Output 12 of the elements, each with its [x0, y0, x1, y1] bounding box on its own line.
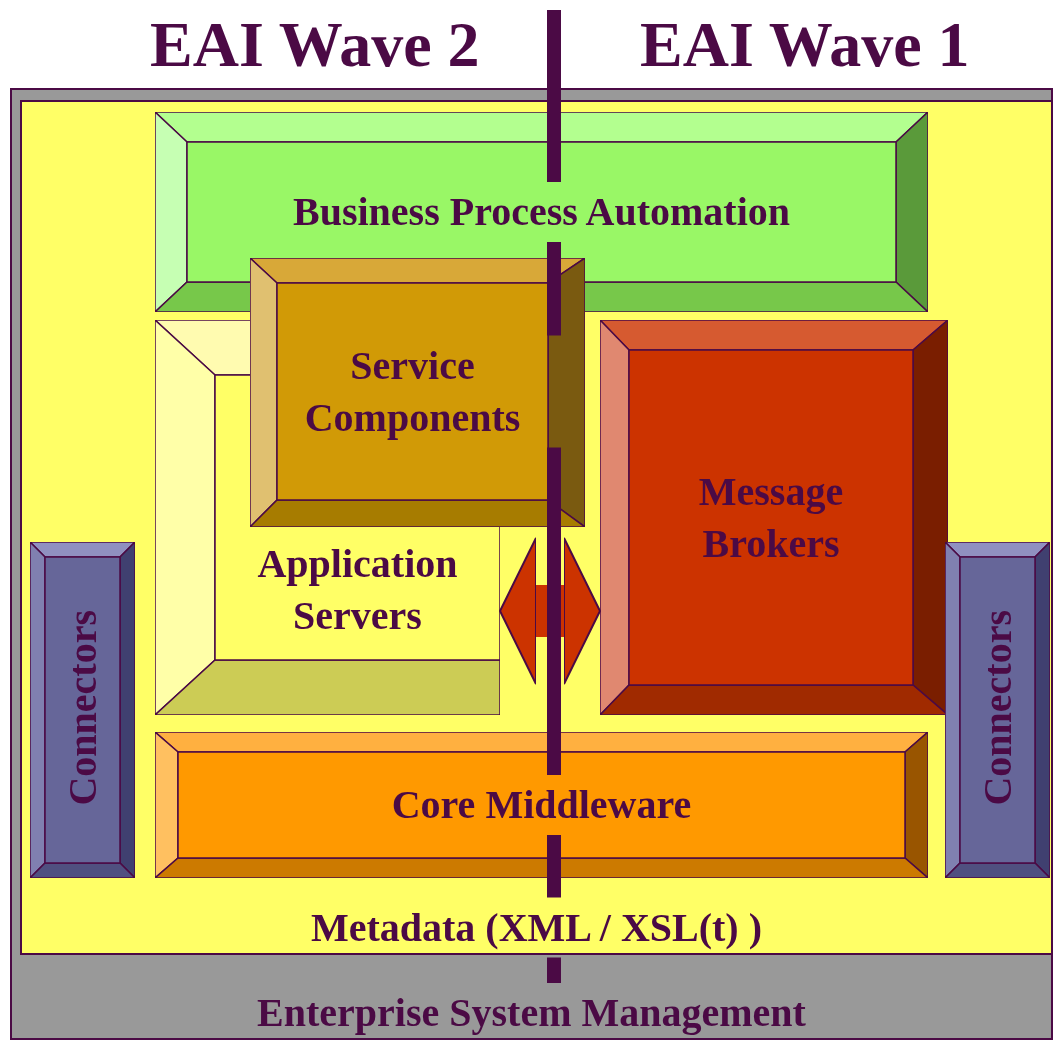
- layer-label: Service Components: [303, 341, 522, 442]
- vertical-label: Connectors: [973, 610, 1021, 806]
- wave-heading: EAI Wave 2: [150, 8, 480, 82]
- layer-label: Core Middleware: [390, 781, 693, 829]
- wave-heading: EAI Wave 1: [640, 8, 970, 82]
- vertical-label: Connectors: [58, 610, 106, 806]
- layer-label: Enterprise System Management: [256, 989, 807, 1037]
- layer-label: Application Servers: [256, 540, 459, 640]
- layer-label: Metadata (XML / XSL(t) ): [309, 903, 763, 952]
- double-arrow: [499, 537, 601, 685]
- layer-label: Business Process Automation: [291, 188, 792, 236]
- layer-label: Message Brokers: [697, 467, 845, 568]
